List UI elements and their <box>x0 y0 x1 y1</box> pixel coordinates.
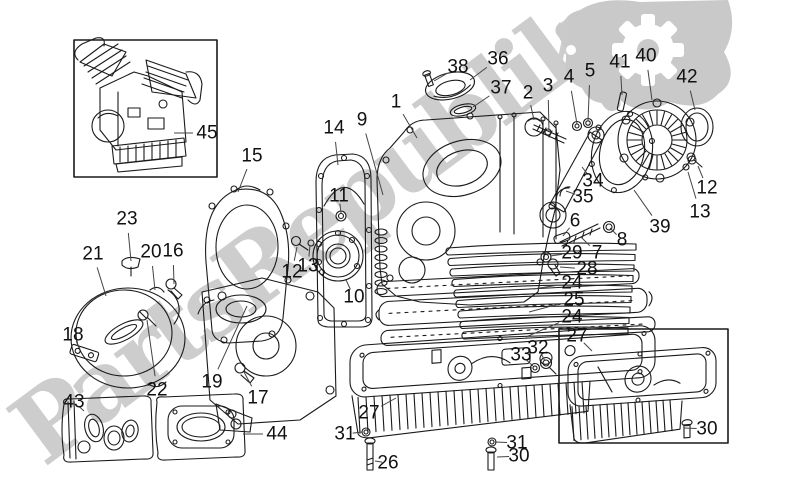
callout-44[interactable]: 44 <box>266 423 288 445</box>
callout-4[interactable]: 4 <box>563 66 575 88</box>
engine-thumbnail-drawing <box>74 37 203 173</box>
callout-32[interactable]: 32 <box>527 337 549 359</box>
callout-28[interactable]: 28 <box>576 258 598 280</box>
callout-45[interactable]: 45 <box>196 122 218 144</box>
callout-42[interactable]: 42 <box>676 66 698 88</box>
callout-31[interactable]: 31 <box>334 423 356 445</box>
callout-35[interactable]: 35 <box>572 186 594 208</box>
callout-12[interactable]: 12 <box>281 261 303 283</box>
callout-30[interactable]: 30 <box>696 418 718 440</box>
callout-8[interactable]: 8 <box>616 229 628 251</box>
gasket-kit-bag-drawing <box>155 393 246 461</box>
callout-23[interactable]: 23 <box>116 208 138 230</box>
o-ring-20-drawing <box>167 289 180 325</box>
callout-34[interactable]: 34 <box>582 170 604 192</box>
callout-37[interactable]: 37 <box>490 77 512 99</box>
callout-43[interactable]: 43 <box>63 391 85 413</box>
callout-30[interactable]: 30 <box>508 445 530 467</box>
callout-24[interactable]: 24 <box>561 272 583 294</box>
front-cover-drawing <box>70 286 186 389</box>
callout-2[interactable]: 2 <box>522 82 534 104</box>
callout-1[interactable]: 1 <box>390 91 402 113</box>
callout-11[interactable]: 11 <box>329 185 349 207</box>
callout-17[interactable]: 17 <box>247 387 269 409</box>
callout-36[interactable]: 36 <box>487 48 509 70</box>
callout-13[interactable]: 13 <box>297 255 319 277</box>
engine-overview-inset <box>73 37 218 178</box>
oil-pan-inset <box>558 328 729 444</box>
callout-31[interactable]: 31 <box>506 432 528 454</box>
oil-pan-drawing <box>349 325 656 439</box>
callout-20[interactable]: 20 <box>140 241 162 263</box>
callout-15[interactable]: 15 <box>241 145 263 167</box>
callout-27[interactable]: 27 <box>566 325 588 347</box>
callout-39[interactable]: 39 <box>649 216 671 238</box>
callout-19[interactable]: 19 <box>201 371 223 393</box>
callout-16[interactable]: 16 <box>162 240 184 262</box>
finned-pan-drawing <box>567 347 717 444</box>
callout-41[interactable]: 41 <box>609 51 631 73</box>
callout-27[interactable]: 27 <box>358 402 380 424</box>
callout-3[interactable]: 3 <box>542 75 554 97</box>
sump-spacer-stack-drawing <box>375 268 656 346</box>
callout-7[interactable]: 7 <box>591 242 603 264</box>
callout-10[interactable]: 10 <box>343 286 365 308</box>
seal-kit-bag-drawing <box>61 395 154 463</box>
pan-hardware-drawing <box>361 356 557 471</box>
callout-38[interactable]: 38 <box>447 56 469 78</box>
callout-14[interactable]: 14 <box>323 117 345 139</box>
callout-5[interactable]: 5 <box>584 60 596 82</box>
callout-9[interactable]: 9 <box>356 109 368 131</box>
callout-6[interactable]: 6 <box>569 210 581 232</box>
callout-18[interactable]: 18 <box>62 324 84 346</box>
bearing-flange-drawing <box>290 210 364 282</box>
callout-12[interactable]: 12 <box>696 177 718 199</box>
callout-21[interactable]: 21 <box>82 243 104 265</box>
callout-13[interactable]: 13 <box>689 201 711 223</box>
callout-26[interactable]: 26 <box>377 452 399 474</box>
callout-24[interactable]: 24 <box>561 306 583 328</box>
callout-29[interactable]: 29 <box>561 242 583 264</box>
gear-icon <box>555 0 733 112</box>
conrod-drawing <box>539 126 605 229</box>
callout-22[interactable]: 22 <box>146 379 168 401</box>
callout-40[interactable]: 40 <box>635 45 657 67</box>
rear-cover-drawing <box>588 98 714 194</box>
callout-25[interactable]: 25 <box>563 289 585 311</box>
